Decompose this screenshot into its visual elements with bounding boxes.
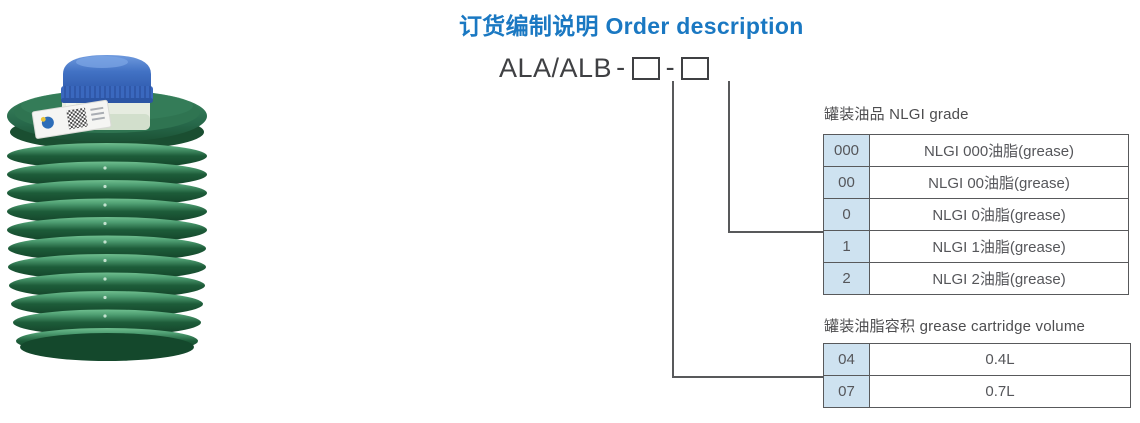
desc-cell: NLGI 000油脂(grease) — [869, 134, 1129, 167]
desc-cell: NLGI 0油脂(grease) — [869, 198, 1129, 231]
desc-cell: NLGI 1油脂(grease) — [869, 230, 1129, 263]
model-separator: - — [616, 51, 626, 82]
desc-cell: NLGI 00油脂(grease) — [869, 166, 1129, 199]
connector-grade-vertical — [728, 81, 730, 232]
nlgi-table-title: 罐装油品 NLGI grade — [824, 106, 969, 123]
table-row: 07 0.7L — [823, 375, 1131, 408]
model-placeholder-box-grade — [681, 56, 710, 80]
code-cell: 000 — [823, 134, 870, 167]
table-row: 04 0.4L — [823, 343, 1131, 376]
connector-volume-vertical — [672, 81, 674, 377]
volume-table: 04 0.4L 07 0.7L — [823, 343, 1131, 408]
code-cell: 00 — [823, 166, 870, 199]
table-row: 000 NLGI 000油脂(grease) — [823, 134, 1129, 167]
model-prefix: ALA/ALB — [499, 52, 613, 83]
model-separator: - — [665, 51, 676, 82]
code-cell: 1 — [823, 230, 870, 263]
table-row: 0 NLGI 0油脂(grease) — [823, 198, 1129, 231]
table-row: 00 NLGI 00油脂(grease) — [823, 166, 1129, 199]
code-cell: 0 — [823, 198, 870, 231]
product-photo — [4, 52, 214, 368]
model-placeholder-box-volume — [631, 56, 660, 80]
page-title: 订货编制说明 Order description — [459, 13, 804, 39]
desc-cell: NLGI 2油脂(grease) — [869, 262, 1129, 295]
cartridge-body — [7, 143, 207, 361]
qr-label — [31, 99, 112, 139]
table-row: 2 NLGI 2油脂(grease) — [823, 262, 1129, 295]
model-code: ALA/ALB - - — [499, 51, 711, 83]
rib-highlights — [103, 166, 107, 318]
volume-table-title: 罐装油脂容积 grease cartridge volume — [824, 318, 1086, 335]
code-cell: 2 — [823, 262, 870, 295]
code-cell: 04 — [823, 343, 870, 376]
desc-cell: 0.7L — [869, 375, 1131, 408]
connector-grade-horizontal — [728, 231, 823, 233]
table-row: 1 NLGI 1油脂(grease) — [823, 230, 1129, 263]
code-cell: 07 — [823, 375, 870, 408]
nlgi-table: 000 NLGI 000油脂(grease) 00 NLGI 00油脂(grea… — [823, 134, 1129, 295]
desc-cell: 0.4L — [869, 343, 1131, 376]
cartridge-cap — [61, 55, 153, 103]
connector-volume-horizontal — [672, 376, 823, 378]
grease-cartridge-image — [7, 55, 207, 361]
